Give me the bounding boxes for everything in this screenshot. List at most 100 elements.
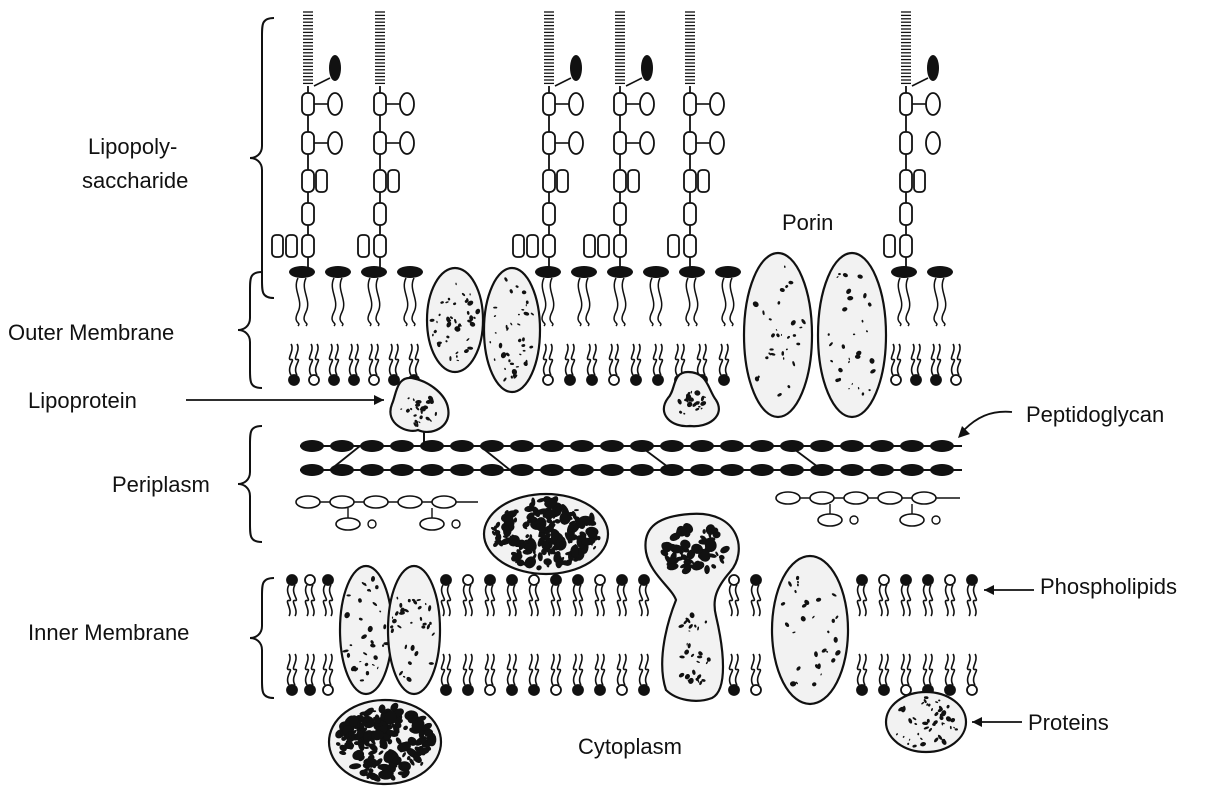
sugar-residue xyxy=(614,235,626,257)
lipid-a-tail xyxy=(614,278,618,326)
lipid-a-head xyxy=(891,266,917,278)
lipid-tail xyxy=(329,344,332,375)
lipid-tail xyxy=(623,585,626,616)
lipid-tail xyxy=(703,344,706,375)
sugar-residue xyxy=(614,170,626,192)
lipid-a-tail xyxy=(376,278,380,326)
lipid-tail xyxy=(601,585,604,616)
glycan-unit xyxy=(540,464,564,476)
inner-membrane-brace xyxy=(250,578,274,698)
lipid-tail xyxy=(857,654,860,685)
glycan-unit xyxy=(810,440,834,452)
lipid-tail xyxy=(951,654,954,685)
lipid-tail xyxy=(469,654,472,685)
lipid-a-tail xyxy=(550,278,554,326)
lipid-tail xyxy=(945,585,948,616)
sugar-residue xyxy=(900,203,912,225)
lipid-head xyxy=(911,375,921,385)
sugar-residue xyxy=(302,235,314,257)
lipid-head xyxy=(639,575,649,585)
glycan-unit xyxy=(480,464,504,476)
lipid-head xyxy=(587,375,597,385)
glycan-unit xyxy=(900,464,924,476)
lipid-tail xyxy=(907,654,910,685)
sugar-residue xyxy=(543,235,555,257)
lipid-tail xyxy=(529,654,532,685)
lipid-tail xyxy=(305,585,308,616)
lipid-head xyxy=(507,685,517,695)
side-residue xyxy=(698,170,709,192)
lipid-tail xyxy=(631,344,634,375)
periplasmic-sugar xyxy=(776,492,800,504)
lipid-tail xyxy=(551,654,554,685)
periplasmic-sugar xyxy=(432,496,456,508)
lipid-head xyxy=(967,685,977,695)
lipid-tail xyxy=(863,654,866,685)
lipid-a-head xyxy=(927,266,953,278)
lipid-head xyxy=(879,575,889,585)
glycan-unit xyxy=(690,440,714,452)
lipid-tail xyxy=(857,585,860,616)
lipid-tail xyxy=(415,344,418,375)
lipid-a-head xyxy=(607,266,633,278)
sugar-residue xyxy=(900,132,912,154)
lipid-tail xyxy=(879,585,882,616)
lipid-head xyxy=(485,685,495,695)
lipid-tail xyxy=(751,654,754,685)
side-residue xyxy=(628,170,639,192)
lipid-head xyxy=(329,375,339,385)
branch-link xyxy=(912,78,928,86)
glycan-unit xyxy=(570,440,594,452)
lipid-tail xyxy=(637,344,640,375)
periplasmic-sugar xyxy=(336,518,360,530)
lipid-tail xyxy=(937,344,940,375)
lipid-tail xyxy=(549,344,552,375)
periplasmic-sugar xyxy=(330,496,354,508)
lipid-a-head xyxy=(397,266,423,278)
lipid-tail xyxy=(447,585,450,616)
side-residue xyxy=(557,170,568,192)
sugar-residue xyxy=(302,132,314,154)
proteins-label: Proteins xyxy=(1028,712,1109,734)
sugar-residue xyxy=(614,203,626,225)
lipid-head xyxy=(551,685,561,695)
lipid-tail xyxy=(623,654,626,685)
lipid-tail xyxy=(863,585,866,616)
sugar-residue xyxy=(900,235,912,257)
lipid-a-tail xyxy=(340,278,344,326)
branch-sugar xyxy=(640,132,654,154)
lipid-tail xyxy=(951,585,954,616)
core-residue xyxy=(286,235,297,257)
lipid-head xyxy=(543,375,553,385)
branch-link xyxy=(555,78,571,86)
cytoplasm-label: Cytoplasm xyxy=(578,736,682,758)
lipid-a-tail xyxy=(404,278,408,326)
peptidoglycan-arrow xyxy=(964,412,1012,430)
lipid-tail xyxy=(659,344,662,375)
terminal-sugar xyxy=(570,55,582,81)
lipid-head xyxy=(305,575,315,585)
inner-membrane-label: Inner Membrane xyxy=(28,622,189,644)
lipid-head xyxy=(595,575,605,585)
branch-sugar xyxy=(569,132,583,154)
periplasmic-sugar xyxy=(810,492,834,504)
lipid-tail xyxy=(885,585,888,616)
lipid-a-tail xyxy=(898,278,902,326)
lipid-tail xyxy=(639,654,642,685)
lipid-head xyxy=(529,575,539,585)
lipid-head xyxy=(309,375,319,385)
lipid-tail xyxy=(879,654,882,685)
lipid-a-tail xyxy=(686,278,690,326)
terminal-sugar xyxy=(329,55,341,81)
sugar-residue xyxy=(543,170,555,192)
lipid-tail xyxy=(447,654,450,685)
glycan-unit xyxy=(300,440,324,452)
lipid-tail xyxy=(571,344,574,375)
core-residue xyxy=(668,235,679,257)
lipid-tail xyxy=(513,585,516,616)
lipid-head xyxy=(931,375,941,385)
lipid-head xyxy=(507,575,517,585)
core-residue xyxy=(598,235,609,257)
lipid-tail xyxy=(579,585,582,616)
lipid-a-tail xyxy=(650,278,654,326)
